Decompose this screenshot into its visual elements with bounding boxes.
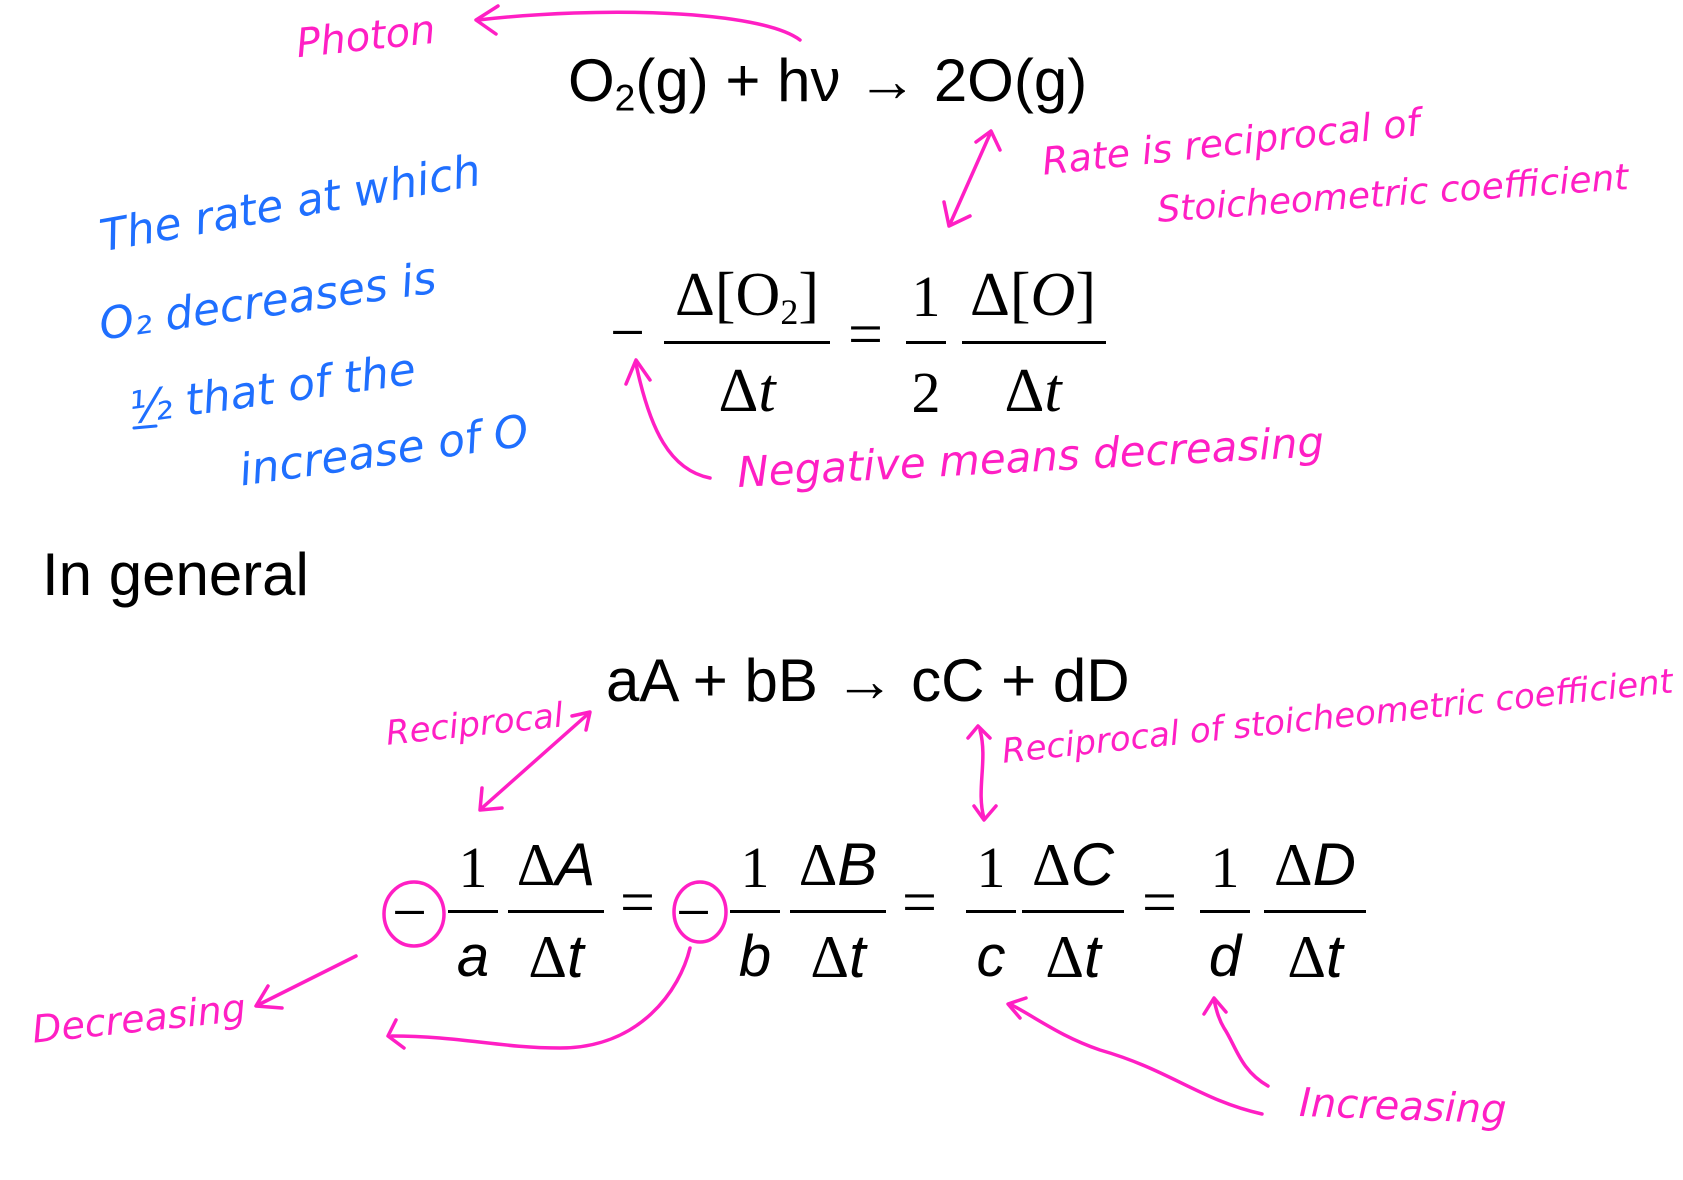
increasing-arrowhead-c (1006, 996, 1028, 1020)
stoich-double-arrow (978, 728, 986, 820)
term2-delta-bar (790, 910, 886, 913)
lhs-numerator: Δ[O2] (675, 261, 819, 332)
rhs-numerator: Δ[O] (970, 261, 1096, 329)
reciprocal-arrowhead-bottom (478, 786, 504, 812)
product-arrowhead-bottom (942, 200, 972, 228)
o2-rate-equals: = (848, 301, 883, 369)
product-term: 2O(g) (933, 47, 1088, 114)
product-double-arrow (948, 132, 992, 226)
stoich-arrowhead-bottom (972, 804, 998, 822)
increasing-arrowhead-d (1202, 996, 1228, 1016)
half-numerator: 1 (911, 264, 941, 329)
half-denominator: 2 (911, 360, 941, 425)
reciprocal-double-arrow (480, 712, 590, 810)
minus-circle-1 (382, 880, 446, 948)
rhs-fraction-bar (962, 341, 1106, 344)
negative-arrowhead (624, 358, 652, 386)
equals-2: = (902, 869, 937, 937)
minus2-arrowhead (386, 1018, 406, 1050)
term2-delta-den: Δt (810, 923, 866, 990)
term2-coef-bar (730, 910, 780, 913)
rhs-denominator: Δt (1004, 357, 1062, 425)
photon-term: hν (777, 47, 841, 114)
term1-coef-den: a (456, 924, 490, 989)
top-reaction: O2(g) + hν → 2O(g) (568, 46, 1088, 119)
term1-delta-num: ΔA (516, 831, 596, 898)
term3-coef-num: 1 (976, 835, 1006, 900)
o2-rate-minus: − (610, 299, 645, 367)
o2-rate-lhs-fraction: Δ[O2] (664, 260, 830, 330)
photon-arrow (476, 10, 802, 42)
stoich-arrowhead-top (966, 724, 992, 740)
o2-subscript: 2 (614, 76, 636, 119)
lhs-fraction-bar (664, 341, 830, 344)
term2-coef-num: 1 (740, 835, 770, 900)
equals-1: = (620, 869, 655, 937)
term3-coef-den: c (976, 924, 1006, 989)
plus-sign: + (725, 47, 761, 114)
decreasing-arrow (258, 954, 358, 1006)
term4-delta-bar (1264, 910, 1366, 913)
term3-coef-bar (966, 910, 1016, 913)
term2-coef-den: b (738, 924, 772, 989)
term3-delta-num: ΔC (1032, 831, 1114, 898)
term3-delta-bar (1022, 910, 1124, 913)
minus2-arrow (390, 946, 692, 1050)
term4-coef-num: 1 (1210, 835, 1240, 900)
term4-delta-den: Δt (1287, 923, 1343, 990)
term4-coef-den: d (1208, 924, 1242, 989)
o2-state: (g) (635, 47, 709, 114)
general-reaction: aA + bB → cC + dD (606, 647, 1130, 714)
reaction-arrow: → (857, 47, 918, 114)
term1-coef-num: 1 (458, 835, 488, 900)
photon-arrowhead (474, 4, 500, 36)
reciprocal-arrowhead-top (570, 710, 592, 732)
term1-sign: − (392, 879, 427, 947)
increasing-arrow-c (1008, 1002, 1264, 1116)
term1-coef-bar (448, 910, 498, 913)
lhs-denominator: Δt (718, 357, 776, 425)
decreasing-arrowhead (254, 984, 284, 1010)
negative-arrow (634, 362, 712, 480)
minus-circle-2 (672, 880, 728, 944)
term4-delta-num: ΔD (1274, 831, 1356, 898)
term1-delta-bar (508, 910, 604, 913)
term1-delta-den: Δt (528, 923, 584, 990)
term4-coef-bar (1200, 910, 1250, 913)
increasing-arrow-d (1212, 998, 1270, 1088)
blue-note-fraction-line (132, 424, 158, 430)
o2-symbol: O (568, 47, 615, 114)
section-heading: In general (42, 541, 309, 608)
term3-delta-den: Δt (1045, 923, 1101, 990)
equals-3: = (1142, 869, 1177, 937)
half-fraction-bar (906, 341, 946, 344)
term2-delta-num: ΔB (798, 831, 878, 898)
product-arrowhead-top (974, 129, 1002, 152)
